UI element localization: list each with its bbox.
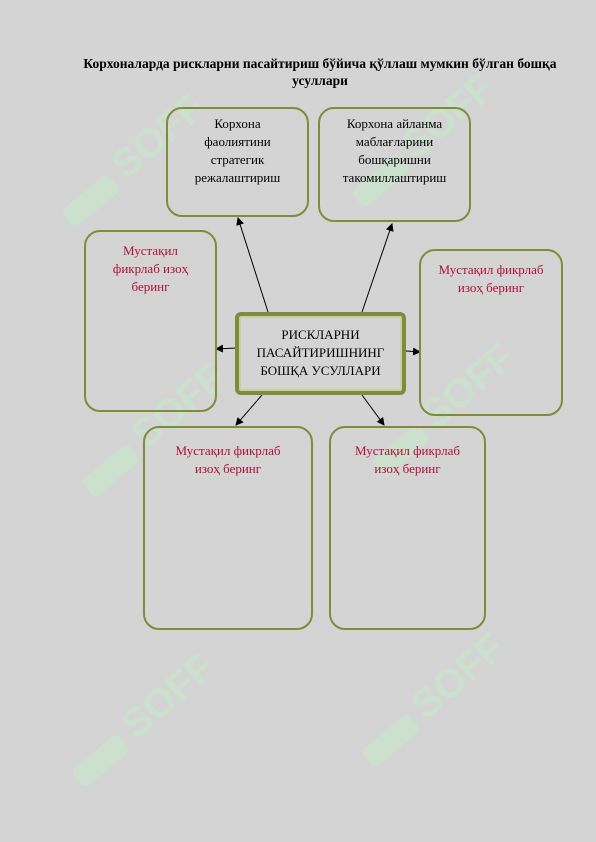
box-bottom-left: Мустақил фикрлаб изоҳ беринг xyxy=(143,426,313,630)
box-bottom-left-text: Мустақил фикрлаб изоҳ беринг xyxy=(175,443,281,476)
box-left-text: Мустақил фикрлаб изоҳ беринг xyxy=(112,243,189,294)
box-top-right: Корхона айланма маблағларини бошқаришни … xyxy=(318,107,471,222)
box-bottom-right-text: Мустақил фикрлаб изоҳ беринг xyxy=(354,443,461,476)
arrow-to-bottom-right xyxy=(361,394,385,426)
arrow-to-left xyxy=(215,344,237,353)
center-box-text: РИСКЛАРНИ ПАСАЙТИРИШНИНГ БОШҚА УСУЛЛАРИ xyxy=(256,327,385,378)
arrow-to-top-right xyxy=(361,223,394,313)
box-right: Мустақил фикрлаб изоҳ беринг xyxy=(419,249,563,416)
box-bottom-right: Мустақил фикрлаб изоҳ беринг xyxy=(329,426,486,630)
arrow-to-top-left xyxy=(236,217,269,313)
arrow-to-right xyxy=(405,347,421,356)
center-box: РИСКЛАРНИ ПАСАЙТИРИШНИНГ БОШҚА УСУЛЛАРИ xyxy=(235,312,406,395)
box-right-text: Мустақил фикрлаб изоҳ беринг xyxy=(438,262,544,295)
box-top-right-text: Корхона айланма маблағларини бошқаришни … xyxy=(342,116,447,185)
page-title: Корхоналарда рискларни пасайтириш бўйича… xyxy=(83,56,557,88)
box-left: Мустақил фикрлаб изоҳ беринг xyxy=(84,230,217,412)
box-top-left: Корхона фаолиятини стратегик режалаштири… xyxy=(166,107,309,217)
box-top-left-text: Корхона фаолиятини стратегик режалаштири… xyxy=(194,116,281,185)
arrow-to-bottom-left xyxy=(235,394,263,426)
